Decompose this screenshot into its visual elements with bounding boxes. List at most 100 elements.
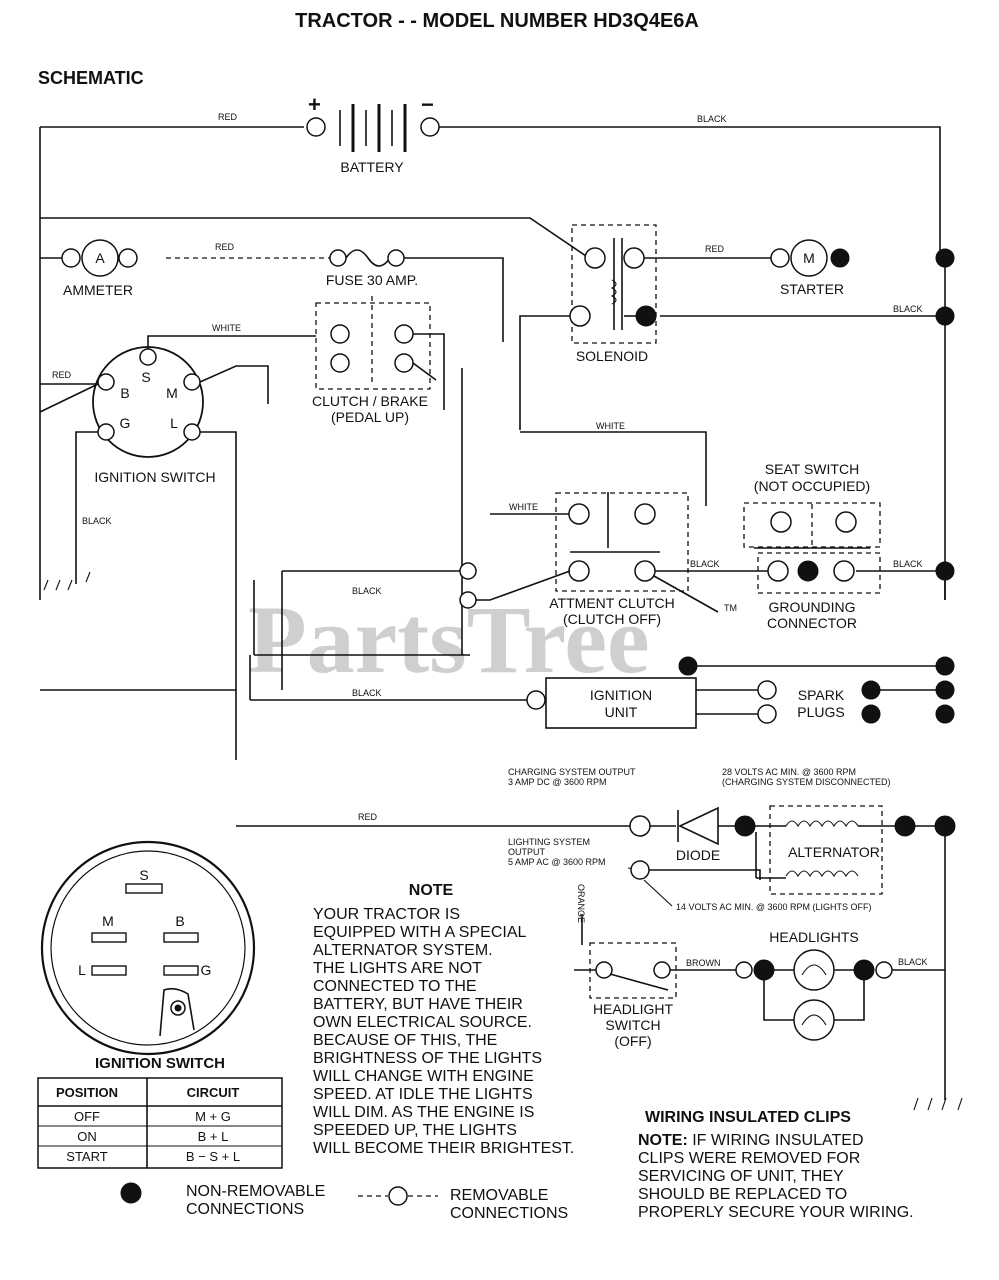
note-line: SPEED. AT IDLE THE LIGHTS [313,1086,533,1103]
ignition-circuit-table: POSITION CIRCUIT OFF M + G ON B + L STAR… [37,1077,283,1169]
headlights [793,949,835,1041]
diode-label: DIODE [676,847,720,863]
note-line: YOUR TRACTOR IS [313,906,460,923]
battery-plus: + [308,92,321,117]
grounding-label-2: CONNECTOR [767,615,857,631]
wire-label-white: WHITE [509,502,538,512]
charging-annotation-2: 3 AMP DC @ 3600 RPM [508,777,607,787]
ground-junction [678,656,698,676]
ignition-switch-label: IGNITION SWITCH [94,469,215,485]
face-terminal-s: S [139,867,148,883]
clips-line: PROPERLY SECURE YOUR WIRING. [638,1204,914,1221]
terminal-b: B [120,385,129,401]
legend-non-removable-1: NON-REMOVABLE [186,1183,325,1200]
table-cell: M + G [195,1109,231,1124]
wire-label-red: RED [52,370,72,380]
wiring-clips-note: WIRING INSULATED CLIPS NOTE: IF WIRING I… [638,1109,914,1221]
lights-volts-annotation: 14 VOLTS AC MIN. @ 3600 RPM (LIGHTS OFF) [676,902,872,912]
note-line: BATTERY, BUT HAVE THEIR [313,996,523,1013]
note-line: SPEEDED UP, THE LIGHTS [313,1122,517,1139]
wire-label-red: RED [358,812,378,822]
clips-line: SHOULD BE REPLACED TO [638,1186,847,1203]
attachment-clutch-label-1: ATTMENT CLUTCH [549,595,674,611]
ground-junction [934,815,956,837]
wire-label-black: BLACK [82,516,112,526]
legend-removable-2: CONNECTIONS [450,1205,568,1222]
attachment-clutch-label-2: (CLUTCH OFF) [563,611,661,627]
watermark-tm: TM [724,603,737,613]
watermark: PartsTree [248,586,650,693]
note-line: BRIGHTNESS OF THE LIGHTS [313,1050,542,1067]
legend-removable-1: REMOVABLE [450,1187,548,1204]
wire-label-black: BLACK [352,586,382,596]
spark-plugs-label-2: PLUGS [797,704,844,720]
solenoid: SOLENOID [569,224,657,364]
alternator-volts-annotation-1: 28 VOLTS AC MIN. @ 3600 RPM [722,767,856,777]
starter: M STARTER [770,239,850,297]
non-removable-symbol [120,1182,142,1204]
lighting-annotation-3: 5 AMP AC @ 3600 RPM [508,857,606,867]
clips-line: NOTE: IF WIRING INSULATED [638,1132,864,1149]
note-line: BECAUSE OF THIS, THE [313,1032,497,1049]
seat-switch: SEAT SWITCH (NOT OCCUPIED) [743,461,881,549]
wire-label-black: BLACK [893,559,923,569]
terminal-g: G [120,415,131,431]
terminal-m: M [166,385,178,401]
ignition-switch-face: S M B L G [40,840,256,1056]
removable-connector [526,690,546,710]
ignition-unit-label-1: IGNITION [590,687,652,703]
terminal-s: S [141,369,150,385]
clips-line: SERVICING OF UNIT, THEY [638,1168,844,1185]
wire-label-black: BLACK [690,559,720,569]
ammeter-label: AMMETER [63,282,133,298]
wire-label-brown: BROWN [686,958,721,968]
table-cell: START [66,1149,107,1164]
clips-line-text: IF WIRING INSULATED [688,1132,864,1149]
headlights-label: HEADLIGHTS [769,929,858,945]
spark-plugs-label-1: SPARK [798,687,845,703]
battery-minus: − [421,92,434,117]
ignition-unit: IGNITION UNIT [545,677,697,729]
clutch-brake-label-2: (PEDAL UP) [331,409,409,425]
wire-label-black: BLACK [898,957,928,967]
page-title: TRACTOR - - MODEL NUMBER HD3Q4E6A [295,10,699,32]
grounding-label-1: GROUNDING [768,599,855,615]
face-terminal-b: B [175,913,184,929]
table-header-circuit: CIRCUIT [187,1085,240,1100]
wire-label-red: RED [705,244,725,254]
alternator-label: ALTERNATOR [788,844,880,860]
note-line: ALTERNATOR SYSTEM. [313,942,493,959]
note-line: OWN ELECTRICAL SOURCE. [313,1014,532,1031]
headlight-switch-label-3: (OFF) [614,1033,651,1049]
clips-note-label: NOTE: [638,1132,688,1149]
terminal-l: L [170,415,178,431]
ignition-table-title: IGNITION SWITCH [95,1055,225,1072]
seat-switch-label-1: SEAT SWITCH [765,461,859,477]
ammeter: A AMMETER [40,239,138,298]
note-line: THE LIGHTS ARE NOT [313,960,482,977]
note-line: WILL CHANGE WITH ENGINE [313,1068,534,1085]
face-terminal-l: L [78,962,86,978]
ground-junction [935,680,955,700]
attachment-clutch-switch: ATTMENT CLUTCH (CLUTCH OFF) [549,492,689,627]
section-title: SCHEMATIC [38,68,144,88]
note-heading: NOTE [409,882,454,899]
note-line: WILL BECOME THEIR BRIGHTEST. [313,1140,574,1157]
seat-switch-label-2: (NOT OCCUPIED) [754,478,870,494]
legend: NON-REMOVABLE CONNECTIONS REMOVABLE CONN… [120,1182,568,1222]
headlight-switch: HEADLIGHT SWITCH (OFF) [589,942,677,1049]
charging-annotation-1: CHARGING SYSTEM OUTPUT [508,767,636,777]
fuse: FUSE 30 AMP. [326,249,418,288]
ground-junction [935,704,955,724]
lighting-annotation-1: LIGHTING SYSTEM [508,837,590,847]
ammeter-symbol: A [95,250,105,266]
wire-label-black: BLACK [352,688,382,698]
removable-symbol [388,1186,408,1206]
clutch-brake-label-1: CLUTCH / BRAKE [312,393,428,409]
table-cell: ON [77,1129,97,1144]
wire-label-orange: ORANGE [576,884,586,923]
clips-line: CLIPS WERE REMOVED FOR [638,1150,860,1167]
wire-label-red: RED [215,242,235,252]
